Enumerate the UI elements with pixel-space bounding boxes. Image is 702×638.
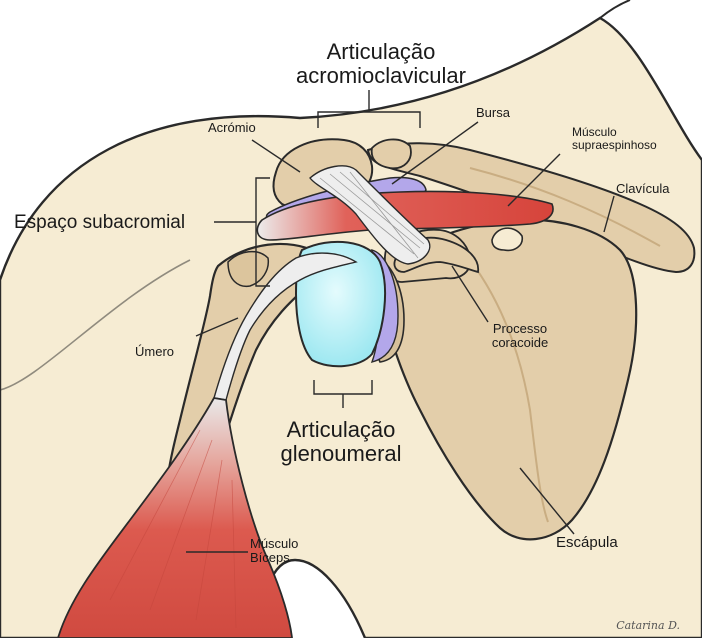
biceps-label: Músculo Bíceps [250,537,298,566]
scapula-label: Escápula [556,535,618,552]
supraspinatus-label: Músculo supraespinhoso [572,126,657,152]
artist-signature: Catarina D. [616,619,680,632]
scapula-notch [492,228,522,250]
humerus-label: Úmero [135,345,174,359]
acromion-label: Acrómio [208,121,256,135]
bursa-label: Bursa [476,106,510,120]
coracoid-label: Processo coracoide [480,322,560,351]
clavicle-label: Clavícula [616,182,669,196]
ac-joint-label: Articulação acromioclavicular [296,40,466,88]
gh-joint-label: Articulação glenoumeral [266,418,416,466]
subacromial-space-label: Espaço subacromial [14,213,185,234]
neck-outline [600,0,630,18]
acromion-tip [372,139,411,168]
